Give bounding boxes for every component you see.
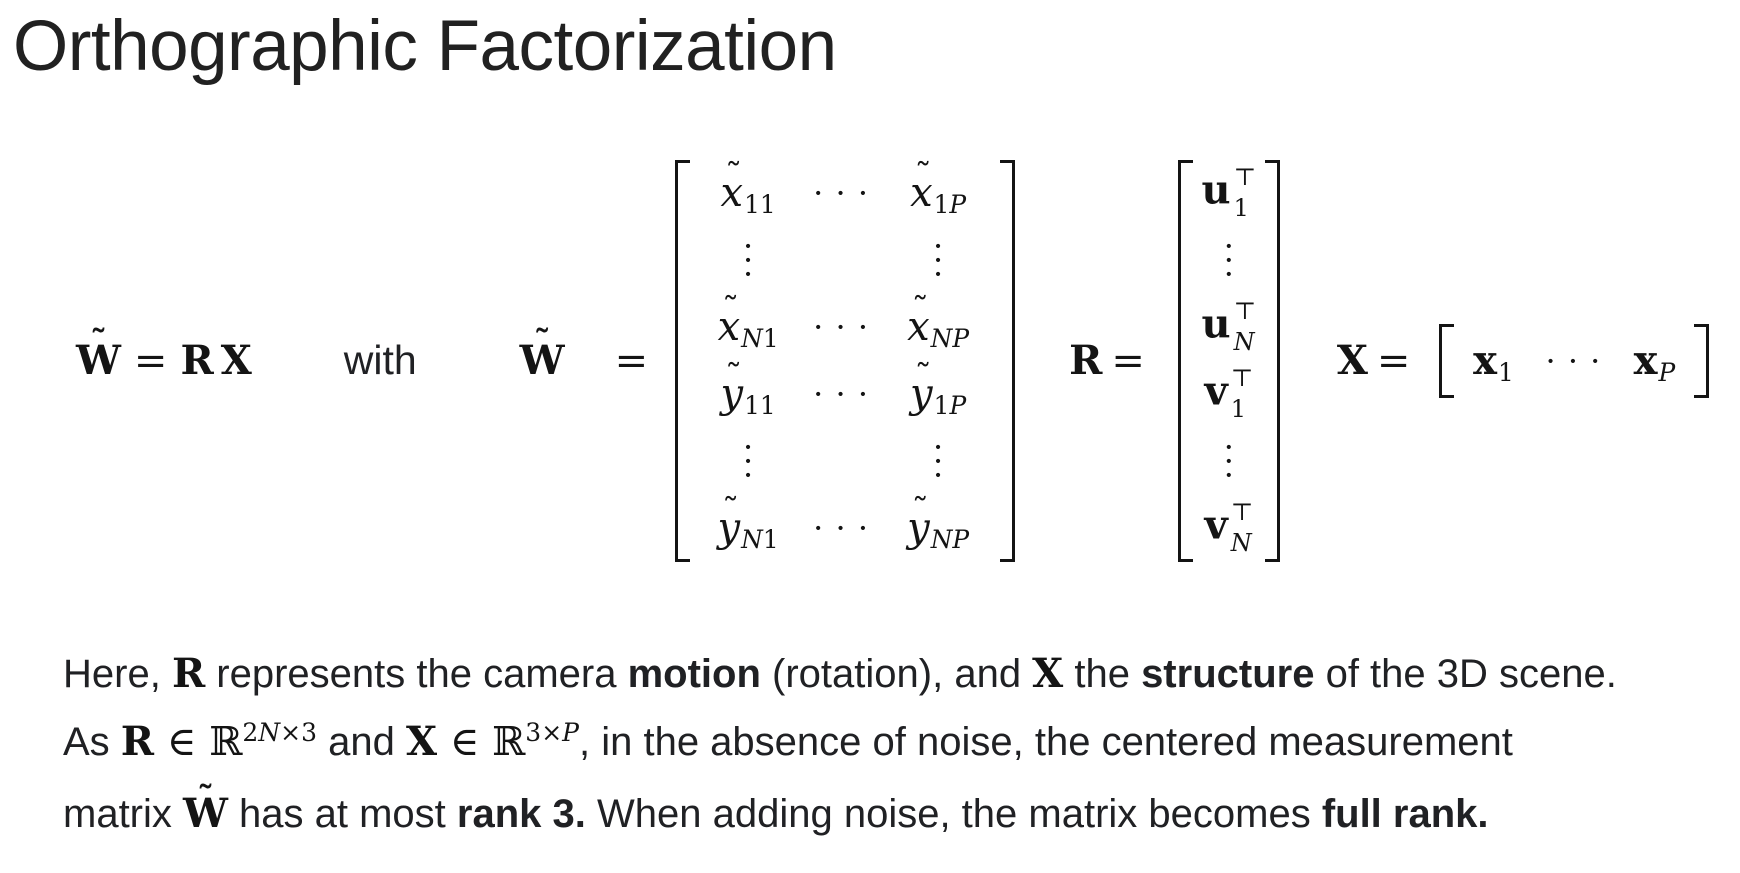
text-segment: structure [1141,652,1315,696]
vertical-dots: ··· [743,227,754,293]
matrix-cell: x˜N1 [717,290,779,353]
matrix-cell: · · · [813,375,869,413]
x-symbol: X [220,337,252,384]
paragraph-line-3: matrix W˜ has at most rank 3. When addin… [63,779,1617,848]
text-segment: and [316,720,406,764]
vertical-dots: ··· [1223,227,1234,293]
matrix-cell: v⊤1 [1204,363,1254,423]
matrix-cell: ··· [1223,428,1234,494]
page-title: Orthographic Factorization [13,7,837,86]
matrix-cell: y˜N1 [717,491,779,554]
matrix-cell: x˜1P [910,156,967,219]
horizontal-dots: · · · [813,375,870,413]
vertical-dots: ··· [933,428,944,494]
matrix-cell: ··· [743,227,754,293]
matrix-cell: ··· [933,227,944,293]
horizontal-dots: · · · [813,174,870,212]
text-segment: motion [627,652,761,696]
matrix-cell: ··· [933,428,944,494]
text-segment: (rotation), and [760,652,1033,696]
text-segment: matrix [63,792,183,836]
matrix-cell: x1 [1473,337,1514,387]
text-segment: rank 3. [456,792,586,836]
equals-sign: = [133,337,168,384]
left-bracket [1177,159,1193,562]
description-paragraph: Here, R represents the camera motion (ro… [63,640,1617,848]
r-symbol: R [180,337,214,384]
right-bracket [1000,159,1016,562]
text-segment: Here, [63,652,172,696]
text-segment: When adding noise, the matrix becomes [585,792,1322,836]
equals-sign: = [1111,337,1145,384]
left-bracket [1439,323,1455,398]
text-segment: As [63,720,121,764]
with-label: with [343,337,417,383]
structure-matrix-grid: x1 · · · xP [1454,324,1694,398]
matrix-cell: xP [1633,337,1676,387]
vertical-dots: ··· [743,428,754,494]
matrix-cell: · · · [813,308,869,346]
text-segment: ℝ [209,719,243,765]
right-bracket [1264,159,1280,562]
matrix-cell: · · · [1545,342,1601,380]
r-symbol: R [1069,337,1103,384]
text-segment: represents the camera [205,652,628,696]
text-segment: R [171,650,206,697]
vertical-dots: ··· [933,227,944,293]
structure-matrix: x1 · · · xP [1439,323,1710,398]
text-segment: 3× [525,718,563,748]
horizontal-dots: · · · [1545,341,1602,380]
w-tilde-symbol: W˜ [519,323,565,384]
text-segment: ×3 [280,718,317,748]
right-bracket [1694,323,1710,398]
matrix-cell: y˜1P [910,357,967,420]
text-segment: ∈ [437,719,493,765]
text-segment: R [120,718,155,765]
text-segment: 2 [242,718,259,748]
x-symbol: X [1336,337,1368,384]
text-segment: X [405,718,437,765]
vertical-dots: ··· [1223,428,1234,494]
text-segment: of the 3D scene. [1314,652,1617,696]
matrix-cell: · · · [813,509,869,547]
matrix-cell: · · · [813,174,869,212]
matrix-cell: y˜11 [720,357,776,420]
horizontal-dots: · · · [813,308,870,346]
matrix-cell: u⊤N [1201,296,1257,356]
text-segment: , in the absence of noise, the centered … [578,720,1513,764]
matrix-cell: ··· [1223,227,1234,293]
text-segment: P [562,718,579,748]
paragraph-line-1: Here, R represents the camera motion (ro… [63,640,1617,708]
text-segment: ℝ [492,719,526,765]
r-definition-lhs: R = [1069,337,1145,384]
w-tilde-symbol: W˜ [76,323,121,384]
text-segment: X [1032,650,1064,697]
matrix-cell: v⊤N [1204,497,1254,557]
paragraph-line-2: As R ∈ ℝ2N×3 and X ∈ ℝ3×P, in the absenc… [63,708,1617,780]
matrix-cell: x˜11 [720,156,776,219]
matrix-cell: u⊤1 [1201,162,1257,222]
rotation-matrix-grid: u⊤1 ··· u⊤N v⊤1 ··· v⊤N [1193,160,1265,562]
text-segment: full rank. [1321,792,1489,836]
equals-sign: = [614,337,649,384]
left-bracket [675,159,691,562]
wtilde-definition-lhs: W˜ = [519,323,649,384]
matrix-cell: y˜NP [907,491,970,554]
text-segment: the [1063,652,1142,696]
matrix-cell: x˜NP [907,290,970,353]
text-segment: N [258,718,281,748]
equals-sign: = [1376,337,1411,384]
text-segment: has at most [227,792,457,836]
equation-lhs: W˜ = R X [76,323,252,384]
text-segment: ∈ [154,719,210,765]
factorization-equation: W˜ = R X with W˜ = x˜11· · ·x˜1P······x˜… [76,156,1710,564]
matrix-cell: ··· [743,428,754,494]
text-segment: W˜ [183,779,228,837]
rotation-matrix: u⊤1 ··· u⊤N v⊤1 ··· v⊤N [1177,159,1280,562]
horizontal-dots: · · · [813,509,870,547]
x-definition-lhs: X = [1337,337,1411,384]
